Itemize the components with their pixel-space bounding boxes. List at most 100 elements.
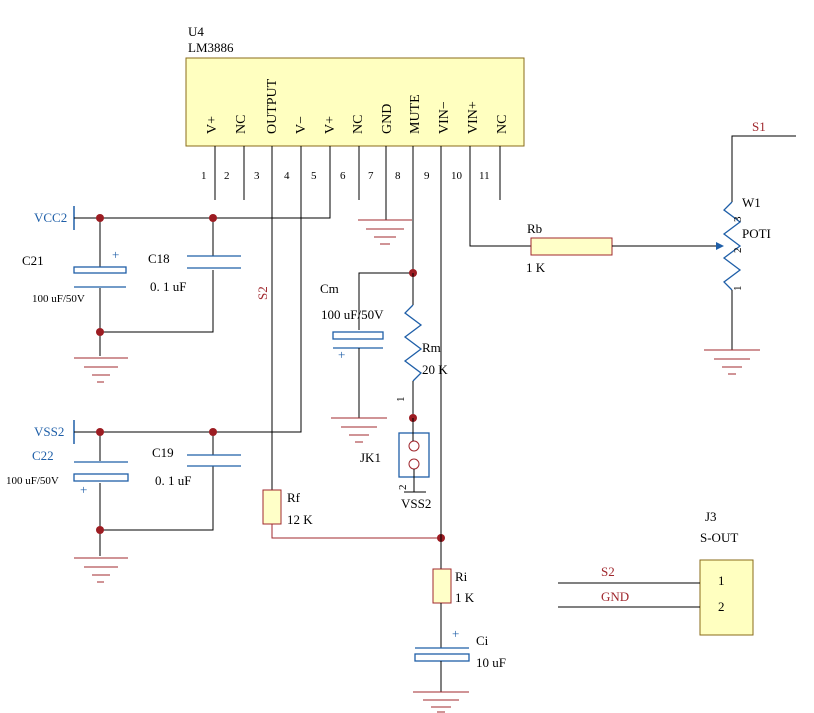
net-label-s1: S1 [752, 119, 766, 134]
ic-pin-number-1: 1 [201, 170, 207, 182]
ri-ref: Ri [455, 569, 468, 584]
rb-ref: Rb [527, 221, 542, 236]
capacitor-cm[interactable]: + Cm 100 uF/50V [320, 281, 384, 362]
j3-ref: J3 [705, 509, 717, 524]
vcc2-section: VCC2 + C21 100 uF/50V C18 0. 1 uF [22, 200, 331, 383]
net-label-gnd-out: GND [601, 589, 629, 604]
j3-body [699, 559, 754, 636]
c18-ref: C18 [148, 251, 170, 266]
potentiometer-w1[interactable]: W1 POTI 3 2 1 [722, 195, 771, 292]
ic-u4[interactable]: U4 LM3886 V+ NC OUTPUT V− V+ NC GND MUTE… [185, 24, 525, 200]
w1-ref: W1 [742, 195, 761, 210]
w1-pin-1: 1 [732, 286, 744, 292]
ic-pin-number-6: 6 [340, 170, 346, 182]
rb-value: 1 K [526, 260, 546, 275]
ic-part-name: LM3886 [188, 40, 234, 55]
cm-ref: Cm [320, 281, 339, 296]
w1-value: POTI [742, 226, 771, 241]
resistor-rf[interactable]: Rf 12 K [262, 489, 313, 527]
ground-symbol [358, 219, 412, 245]
cm-value: 100 uF/50V [321, 307, 384, 322]
junction-dot [96, 526, 104, 534]
c18-value: 0. 1 uF [150, 279, 186, 294]
capacitor-ci[interactable]: + Ci 10 uF [414, 626, 506, 670]
ic-pin-name-6: NC [351, 115, 366, 134]
rm-ref: Rm [422, 340, 441, 355]
wiper-arrow [716, 242, 724, 250]
ic-pin-name-3: OUTPUT [265, 78, 280, 134]
ground-symbol [74, 357, 128, 383]
pin7-ground [358, 200, 412, 245]
feedback-section: S2 Rf 12 K [255, 200, 445, 542]
ic-pin-name-9: VIN− [437, 101, 452, 134]
c19-ref: C19 [152, 445, 174, 460]
jk1-pin-2: 2 [397, 485, 409, 491]
vin-minus-section: Ri 1 K + Ci 10 uF [413, 200, 506, 713]
c22-value: 100 uF/50V [6, 475, 59, 487]
ground-symbol [704, 349, 760, 375]
c21-value: 100 uF/50V [32, 293, 85, 305]
junction-dot [96, 428, 104, 436]
ic-pin-number-3: 3 [254, 170, 260, 182]
w1-pin-2: 2 [732, 248, 744, 254]
ic-pin-number-2: 2 [224, 170, 230, 182]
rm-value: 20 K [422, 362, 448, 377]
c21-polarity: + [112, 247, 119, 262]
jack-jk1[interactable]: JK1 2 [360, 418, 430, 492]
c22-ref: C22 [32, 448, 54, 463]
resistor-rm[interactable]: Rm 20 K 1 [395, 273, 448, 418]
ci-value: 10 uF [476, 655, 506, 670]
junction-dot [96, 328, 104, 336]
capacitor-c19[interactable]: C19 0. 1 uF [152, 445, 241, 488]
vss2-wire [74, 200, 302, 433]
ground-symbol [74, 557, 128, 583]
c19-value: 0. 1 uF [155, 473, 191, 488]
rf-ref: Rf [287, 490, 301, 505]
junction-dot [96, 214, 104, 222]
ic-pin-legs [214, 146, 501, 200]
jk1-ref: JK1 [360, 450, 381, 465]
ic-pin-number-7: 7 [368, 170, 374, 182]
ic-pin-number-9: 9 [424, 170, 430, 182]
rf-value: 12 K [287, 512, 313, 527]
connector-j3[interactable]: J3 S-OUT 1 2 S2 GND [558, 509, 754, 636]
ic-pin-name-7: GND [380, 104, 395, 134]
c21-ref: C21 [22, 253, 44, 268]
ic-pin-name-10: VIN+ [466, 101, 481, 134]
w1-pin-3: 3 [732, 216, 744, 222]
vin-plus-section: Rb 1 K S1 W1 POTI 3 2 1 [469, 119, 796, 375]
ic-pin-number-4: 4 [284, 170, 290, 182]
vcc2-wire [74, 200, 331, 219]
capacitor-c21[interactable]: + C21 100 uF/50V [22, 247, 127, 305]
capacitor-c18[interactable]: C18 0. 1 uF [148, 251, 241, 294]
ic-pin-name-2: NC [234, 115, 249, 134]
net-label-s2-vertical: S2 [255, 286, 270, 300]
ic-pin-number-10: 10 [451, 170, 463, 182]
j3-pin-2: 2 [718, 599, 725, 614]
ic-body [185, 57, 525, 147]
cm-polarity: + [338, 347, 345, 362]
junction-dot [209, 214, 217, 222]
j3-pin-1: 1 [718, 573, 725, 588]
ic-pin-name-5: V+ [323, 116, 338, 134]
c22-polarity: + [80, 482, 87, 497]
ci-polarity: + [452, 626, 459, 641]
ic-pin-number-5: 5 [311, 170, 317, 182]
j3-value: S-OUT [700, 530, 738, 545]
net-label-s2-out: S2 [601, 564, 615, 579]
ic-pin-number-11: 11 [479, 170, 490, 182]
ground-symbol [413, 691, 469, 713]
resistor-rb[interactable]: Rb 1 K [526, 221, 613, 275]
ic-pin-name-11: NC [495, 115, 510, 134]
vss2-section: VSS2 + C22 100 uF/50V C19 0. 1 uF [6, 200, 302, 583]
resistor-ri[interactable]: Ri 1 K [432, 568, 475, 605]
ic-pin-number-8: 8 [395, 170, 401, 182]
ic-pin-name-4: V− [294, 116, 309, 134]
net-label-vss2-jack: VSS2 [401, 496, 431, 511]
ci-ref: Ci [476, 633, 489, 648]
ic-designator: U4 [188, 24, 204, 39]
ic-pin-name-8: MUTE [408, 94, 423, 134]
capacitor-c22[interactable]: + C22 100 uF/50V [6, 448, 129, 497]
junction-dot [209, 428, 217, 436]
